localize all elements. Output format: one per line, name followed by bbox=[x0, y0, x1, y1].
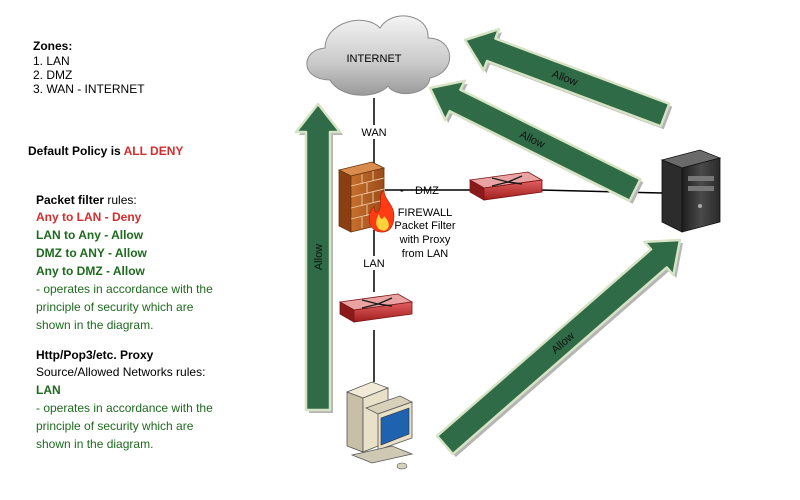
proxy-note-line: principle of security which are bbox=[36, 419, 194, 433]
arrow-lan-to-internet-label: Allow bbox=[313, 244, 325, 270]
rule-any-to-dmz: Any to DMZ - Allow bbox=[36, 264, 145, 278]
wan-label-bg bbox=[358, 125, 390, 139]
dmz-label-prefix: - bbox=[400, 185, 404, 197]
server-icon bbox=[660, 149, 722, 233]
dmz-link-server bbox=[539, 189, 663, 194]
firewall-icon bbox=[337, 161, 395, 233]
proxy-note-line: shown in the diagram. bbox=[36, 437, 154, 451]
packet-filter-title: Packet filter rules: bbox=[36, 192, 137, 209]
default-policy: Default Policy is ALL DENY bbox=[28, 143, 183, 160]
arrow-internet-to-server bbox=[428, 79, 642, 202]
firewall-caption-line: from LAN bbox=[402, 248, 449, 260]
zone-item-wan: 3. WAN - INTERNET bbox=[33, 82, 145, 96]
zone-item-lan: 1. LAN bbox=[33, 54, 70, 68]
proxy-title: Http/Pop3/etc. Proxy bbox=[36, 348, 154, 362]
wan-label: WAN bbox=[361, 127, 386, 139]
packet-filter-note-line: principle of security which are bbox=[36, 300, 194, 314]
default-policy-value: ALL DENY bbox=[123, 144, 184, 158]
dmz-switch-icon bbox=[468, 171, 544, 201]
firewall-caption: FIREWALL Packet Filter with Proxy from L… bbox=[394, 207, 455, 260]
arrow-lan-to-internet bbox=[294, 102, 342, 412]
zones-title: Zones: bbox=[33, 39, 73, 53]
arrow-lan-to-server bbox=[435, 238, 682, 456]
firewall-caption-line: with Proxy bbox=[399, 234, 451, 246]
proxy-network: LAN bbox=[36, 383, 61, 397]
allow-arrows bbox=[294, 27, 683, 458]
arrow-server-to-internet bbox=[463, 27, 671, 128]
packet-filter-title-bold: Packet filter bbox=[36, 193, 105, 207]
packet-filter-note-line: - operates in accordance with the bbox=[36, 282, 213, 296]
dmz-label: DMZ bbox=[415, 185, 439, 197]
internet-cloud: INTERNET bbox=[306, 15, 451, 96]
lan-label: LAN bbox=[363, 258, 384, 270]
firewall-caption-line: Packet Filter bbox=[394, 220, 455, 232]
lan-workstation-icon bbox=[345, 381, 414, 470]
internet-label: INTERNET bbox=[347, 53, 402, 65]
lan-switch-icon bbox=[338, 293, 414, 323]
proxy-note-line: - operates in accordance with the bbox=[36, 401, 213, 415]
rule-lan-to-any: LAN to Any - Allow bbox=[36, 228, 144, 242]
zone-item-dmz: 2. DMZ bbox=[33, 68, 73, 82]
default-policy-prefix: Default Policy is bbox=[28, 144, 124, 158]
firewall-caption-line: FIREWALL bbox=[398, 207, 453, 219]
rule-any-to-lan: Any to LAN - Deny bbox=[36, 210, 142, 224]
rule-dmz-to-any: DMZ to ANY - Allow bbox=[36, 246, 147, 260]
proxy-subtitle: Source/Allowed Networks rules: bbox=[36, 365, 206, 379]
connection-lines bbox=[373, 98, 663, 382]
packet-filter-title-rest: rules: bbox=[104, 193, 137, 207]
lan-label-bg bbox=[360, 256, 388, 270]
packet-filter-note-line: shown in the diagram. bbox=[36, 318, 154, 332]
